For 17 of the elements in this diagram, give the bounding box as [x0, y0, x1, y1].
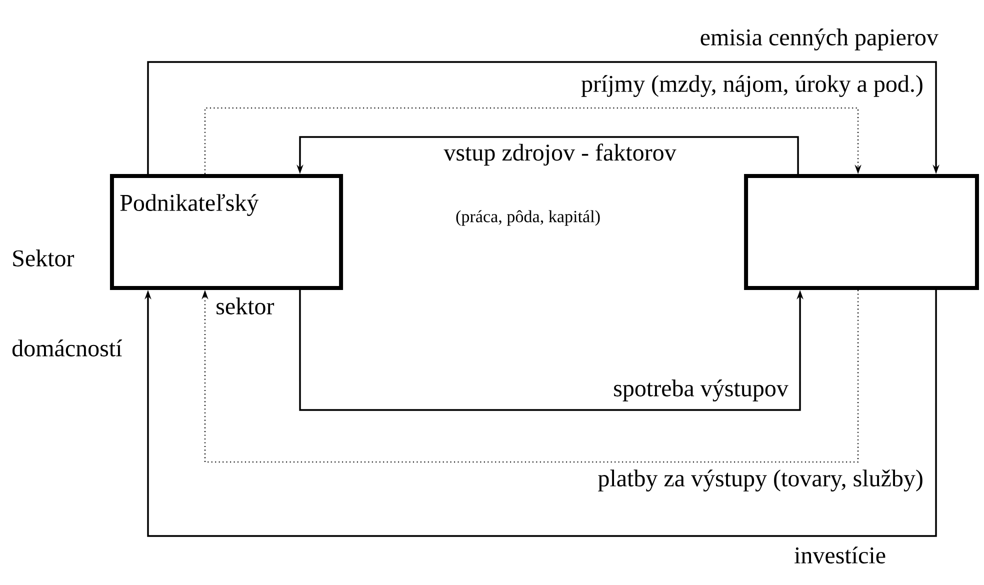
edge-label: platby za výstupy (tovary, služby) [596, 468, 925, 493]
flow-arrow [144, 290, 937, 537]
text-label: Podnikateľský [120, 194, 259, 216]
sector-box [110, 174, 344, 290]
edge-label: príjmy (mzdy, nájom, úroky a pod.) [580, 74, 925, 98]
text-label: domácností [12, 340, 122, 356]
text-label: (práca, pôda, kapitál) [456, 210, 600, 226]
flow-arrow [202, 290, 859, 463]
sector-box [744, 174, 979, 290]
edge-label: emisia cenných papierov [698, 27, 940, 52]
flow-arrow [147, 61, 940, 174]
edge-label: vstup zdrojov - faktorov [442, 142, 678, 167]
flow-arrow [204, 107, 862, 174]
edge-label: spotreba výstupov [612, 378, 790, 403]
edge-label: investície [792, 545, 888, 565]
text-label: Sektor [13, 250, 74, 266]
text-label: sektor [216, 298, 274, 314]
